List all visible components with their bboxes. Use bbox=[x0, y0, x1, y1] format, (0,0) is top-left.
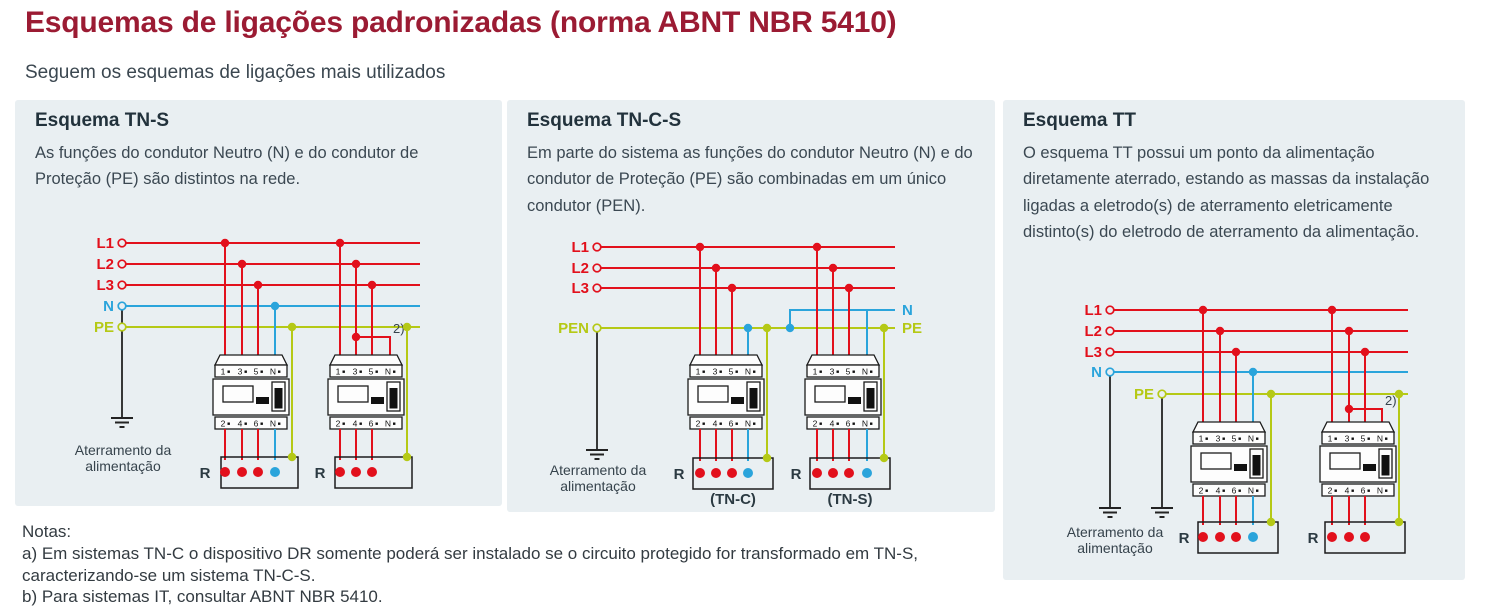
svg-text:L2: L2 bbox=[571, 260, 589, 277]
sub-label-tn-s: (TN-S) bbox=[828, 491, 873, 508]
load-label: R bbox=[791, 466, 802, 483]
ground-caption: Aterramento da alimentação bbox=[1067, 524, 1164, 556]
panel-tn-c-s: Esquema TN-C-S Em parte do sistema as fu… bbox=[507, 100, 995, 512]
panel-tn-s-description: As funções do condutor Neutro (N) e do c… bbox=[35, 144, 419, 189]
svg-text:alimentação: alimentação bbox=[1077, 540, 1153, 556]
svg-text:N: N bbox=[103, 298, 114, 315]
breaker-left-circuit bbox=[1190, 305, 1268, 525]
sub-label-tn-c: (TN-C) bbox=[710, 491, 756, 508]
label-n-right: N bbox=[902, 302, 913, 319]
svg-text:N: N bbox=[1091, 364, 1102, 381]
load-label: R bbox=[1179, 530, 1190, 547]
svg-text:L2: L2 bbox=[1084, 323, 1102, 340]
breaker-right-circuit: 2) bbox=[327, 238, 405, 460]
breaker-left-circuit bbox=[687, 242, 765, 461]
svg-text:L1: L1 bbox=[571, 239, 589, 256]
panel-tn-c-s-title: Esquema TN-C-S bbox=[527, 110, 682, 131]
svg-text:L1: L1 bbox=[1084, 302, 1102, 319]
bus-labels: L1 L2 L3 N PE bbox=[1084, 302, 1154, 403]
page-title: Esquemas de ligações padronizadas (norma… bbox=[25, 6, 897, 39]
load-left: R (TN-C) bbox=[674, 323, 774, 508]
bus-lines bbox=[592, 242, 895, 333]
load-label: R bbox=[674, 466, 685, 483]
load-left: R bbox=[1179, 389, 1279, 554]
ground-caption: Aterramento da alimentação bbox=[550, 462, 647, 494]
panel-tn-s: Esquema TN-S As funções do condutor Neut… bbox=[15, 100, 502, 506]
load-right: R (TN-S) bbox=[791, 323, 891, 508]
svg-text:L3: L3 bbox=[1084, 344, 1102, 361]
panel-tt: Esquema TT O esquema TT possui um ponto … bbox=[1003, 100, 1465, 580]
svg-text:alimentação: alimentação bbox=[85, 458, 161, 474]
note-item-b: b) Para sistemas IT, consultar ABNT NBR … bbox=[22, 587, 383, 607]
load-right: R bbox=[1308, 389, 1406, 554]
svg-text:PEN: PEN bbox=[558, 320, 589, 337]
tt-diagram: L1 L2 L3 N PE bbox=[1067, 302, 1408, 556]
svg-text:L3: L3 bbox=[571, 280, 589, 297]
svg-text:alimentação: alimentação bbox=[560, 478, 636, 494]
note-ref-2: 2) bbox=[1385, 393, 1397, 408]
breaker-left-circuit bbox=[212, 238, 290, 460]
panel-tt-title: Esquema TT bbox=[1023, 110, 1136, 131]
load-label: R bbox=[200, 465, 211, 482]
bus-labels: L1 L2 L3 PEN N PE bbox=[558, 239, 922, 337]
load-right: R bbox=[315, 322, 413, 489]
svg-text:PE: PE bbox=[1134, 386, 1154, 403]
line-n-branch bbox=[789, 309, 895, 328]
notes-heading: Notas: bbox=[22, 522, 72, 541]
svg-text:Aterramento da: Aterramento da bbox=[1067, 524, 1164, 540]
bus-labels: L1 L2 L3 N PE bbox=[94, 235, 114, 336]
note-ref-2: 2) bbox=[393, 321, 405, 336]
note-item-a: a) Em sistemas TN-C o dispositivo DR som… bbox=[22, 543, 919, 585]
svg-text:PE: PE bbox=[94, 319, 114, 336]
source-ground bbox=[585, 328, 609, 460]
svg-text:Aterramento da: Aterramento da bbox=[75, 442, 172, 458]
svg-text:L3: L3 bbox=[96, 277, 114, 294]
load-label: R bbox=[1308, 530, 1319, 547]
panel-tt-description: O esquema TT possui um ponto da alimenta… bbox=[1023, 144, 1430, 242]
notes-block: Notas: a) Em sistemas TN-C o dispositivo… bbox=[22, 521, 1027, 608]
source-ground bbox=[1098, 372, 1174, 518]
load-label: R bbox=[315, 465, 326, 482]
svg-text:L2: L2 bbox=[96, 256, 114, 273]
panel-tn-s-title: Esquema TN-S bbox=[35, 110, 170, 131]
svg-text:Aterramento da: Aterramento da bbox=[550, 462, 647, 478]
panel-tn-c-s-description: Em parte do sistema as funções do condut… bbox=[527, 144, 973, 215]
page-subtitle: Seguem os esquemas de ligações mais util… bbox=[25, 62, 446, 83]
breaker-right-circuit: 2) bbox=[1319, 305, 1397, 525]
breaker-right-circuit bbox=[804, 242, 882, 461]
bus-lines bbox=[1105, 305, 1408, 399]
ground-caption: Aterramento da alimentação bbox=[75, 442, 172, 474]
svg-text:L1: L1 bbox=[96, 235, 114, 252]
load-left: R bbox=[200, 322, 299, 489]
tn-c-s-diagram: L1 L2 L3 PEN N PE bbox=[550, 239, 922, 508]
tn-s-diagram: L1 L2 L3 N PE bbox=[75, 235, 420, 489]
label-pe-right: PE bbox=[902, 320, 922, 337]
